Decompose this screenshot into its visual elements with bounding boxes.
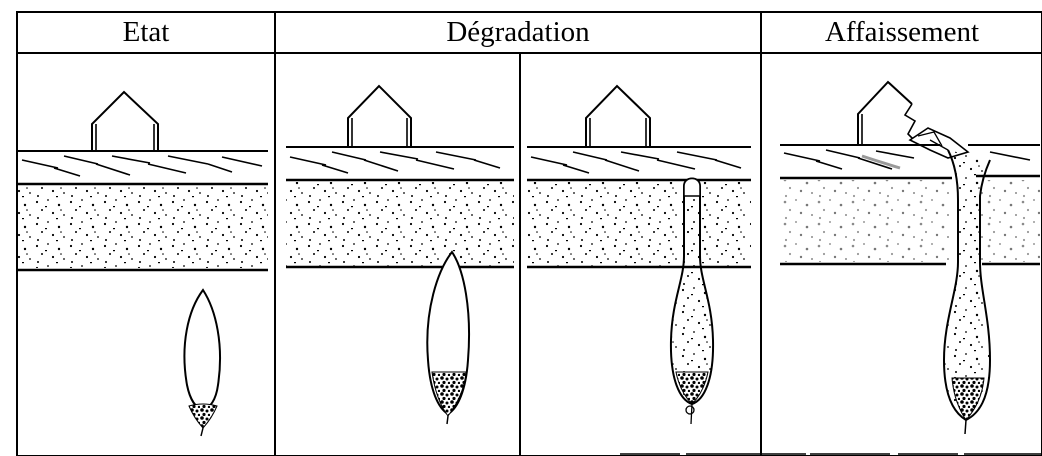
sand-layer — [527, 182, 751, 266]
rubble-pile — [189, 404, 217, 428]
sand-layer — [18, 186, 268, 268]
sand-layer — [286, 182, 514, 266]
house-icon — [858, 82, 912, 146]
header-affaissement: Affaissement — [762, 12, 1042, 52]
rubble-pile — [432, 372, 466, 416]
house-icon — [348, 86, 411, 148]
panel-degradation-2 — [527, 86, 751, 424]
panel-degradation-1 — [286, 86, 514, 424]
house-icon — [92, 92, 158, 152]
panel-etat — [18, 92, 268, 436]
header-degradation: Dégradation — [276, 12, 760, 52]
sand-layer — [780, 180, 950, 262]
cavity — [184, 290, 220, 410]
header-etat: Etat — [18, 12, 274, 52]
rubble-pile — [676, 372, 708, 404]
rubble-pile — [952, 378, 984, 420]
house-icon — [586, 86, 650, 148]
panel-affaissement — [780, 82, 1040, 434]
